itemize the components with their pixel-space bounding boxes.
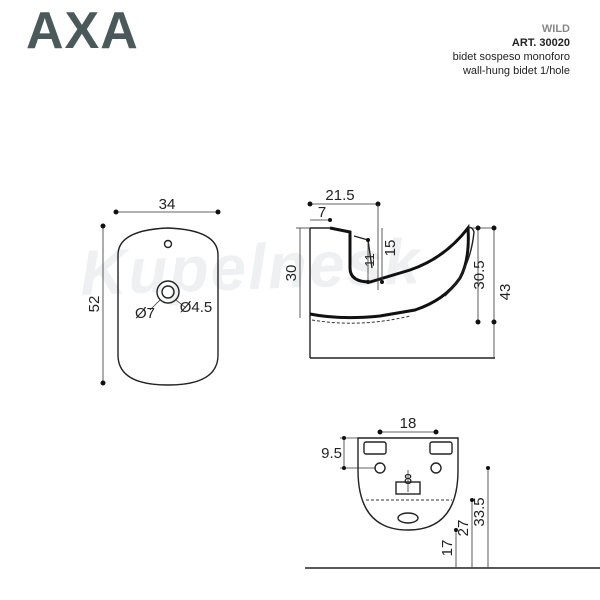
dim-height-left: 30 [283, 265, 300, 282]
drain-hole-inner [161, 285, 175, 299]
dim-height: 52 [86, 296, 103, 313]
dim-8: 8 [404, 471, 412, 488]
dim-h33: 33.5 [471, 497, 488, 526]
dim-11: 11 [362, 253, 377, 267]
side-view: 21.5 7 30 11 15 30.5 43 [283, 187, 514, 359]
dim-width: 34 [159, 196, 176, 213]
top-view-outline [117, 227, 219, 386]
dim-drain-hole: Ø4.5 [180, 299, 213, 316]
fixing-slot-left [363, 441, 387, 455]
back-view: 18 9.5 8 17 27 33.5 [305, 415, 600, 569]
brand-logo: AXA [26, 2, 139, 60]
dim-fixing-height: 9.5 [321, 445, 342, 462]
product-header: WILD ART. 30020 bidet sospeso monoforo w… [453, 22, 570, 78]
drain-outlet [397, 512, 419, 524]
product-description-en: wall-hung bidet 1/hole [462, 65, 570, 77]
back-view-outline [357, 437, 459, 531]
dim-offset: 7 [318, 204, 326, 221]
dim-h17: 17 [439, 540, 456, 557]
dim-depth: 21.5 [325, 187, 354, 204]
fixing-hole-left [374, 462, 386, 474]
product-article: ART. 30020 [511, 37, 570, 49]
product-series: WILD [541, 23, 570, 35]
product-description-it: bidet sospeso monoforo [452, 51, 570, 63]
dim-tap-hole: Ø7 [135, 305, 155, 322]
fixing-hole-right [430, 462, 442, 474]
dim-height-bowl: 30.5 [471, 260, 488, 289]
dim-15: 15 [382, 240, 399, 257]
side-view-body [309, 223, 470, 320]
fixing-slot-right [429, 441, 453, 455]
top-view: 34 52 Ø7 Ø4.5 [86, 196, 221, 386]
dim-total-height: 43 [497, 284, 514, 301]
tap-hole [163, 239, 173, 249]
drain-hole-outer [156, 280, 180, 304]
dim-h27: 27 [455, 520, 472, 537]
dim-fixing-width: 18 [400, 415, 417, 432]
